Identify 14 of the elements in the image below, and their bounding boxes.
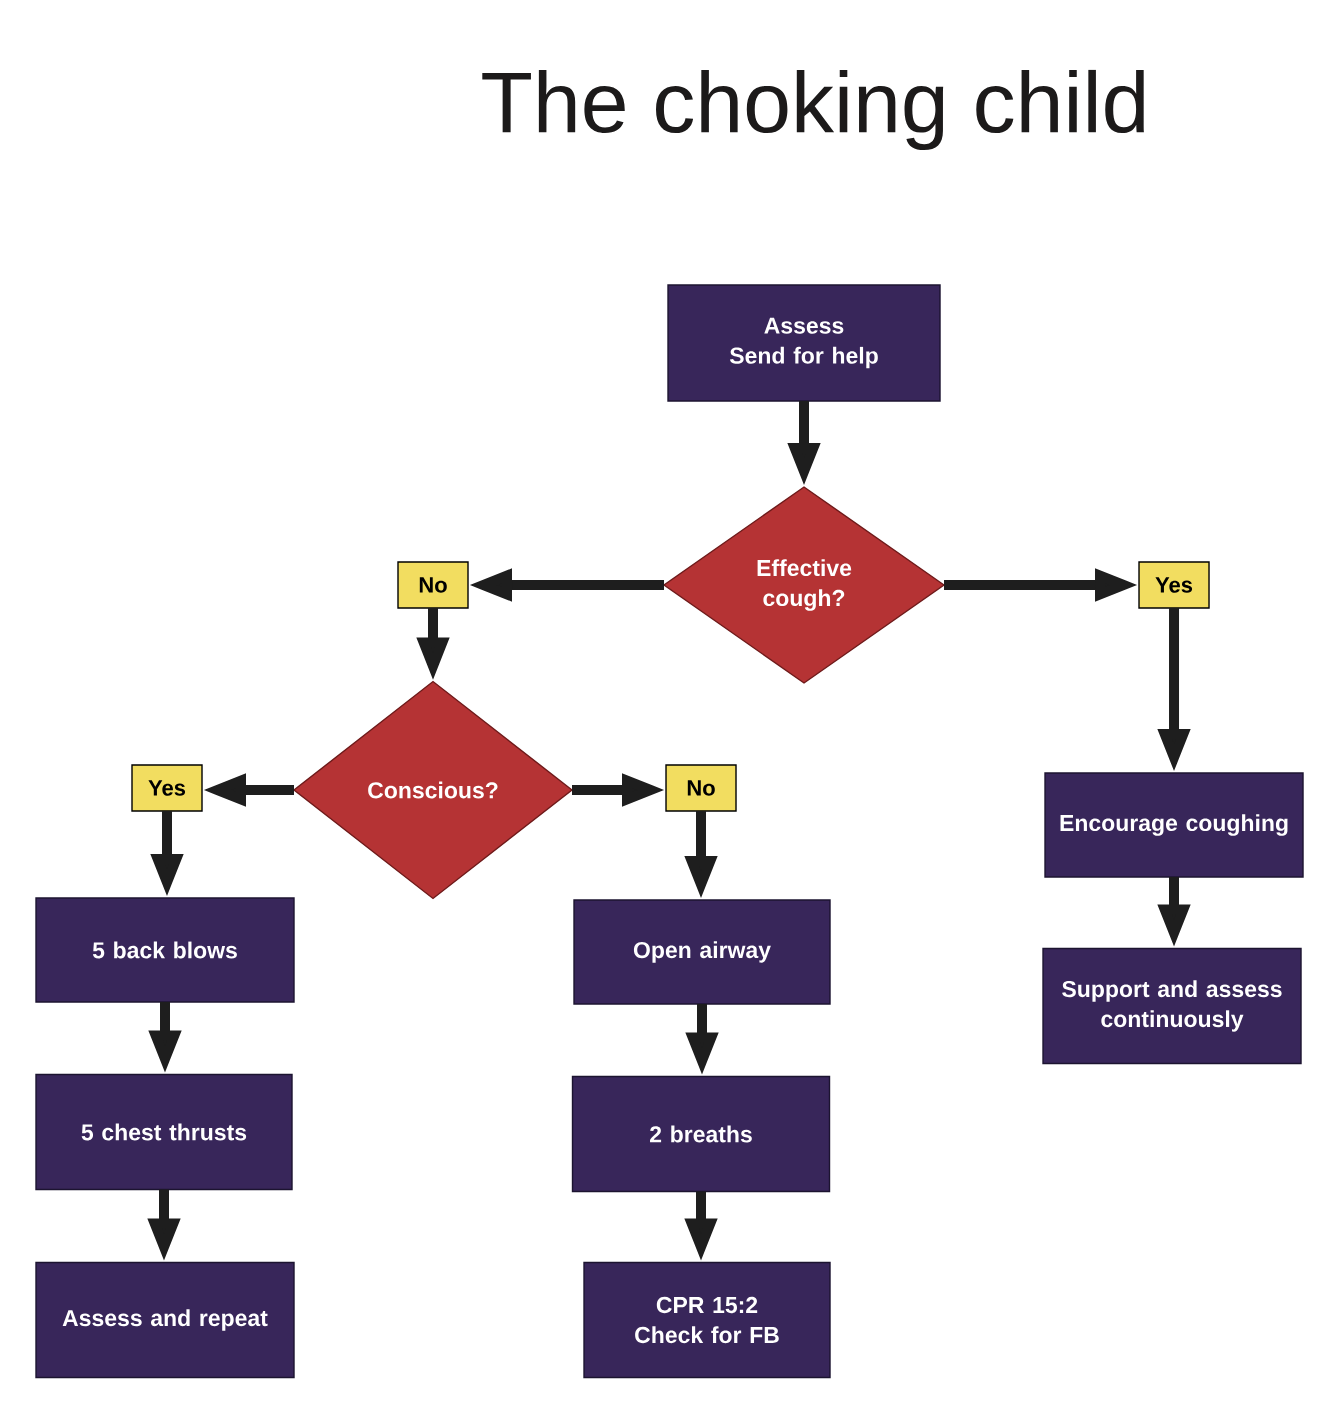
branch-tag: No — [665, 764, 737, 812]
title: The choking child — [482, 69, 1144, 151]
branch-tag: Yes — [131, 764, 203, 812]
process-box: Assess Send for help — [667, 284, 941, 402]
process-box: CPR 15:2 Check for FB — [583, 1261, 831, 1379]
process-box: 2 breaths — [571, 1075, 831, 1193]
branch-tag: No — [397, 561, 469, 609]
process-box: 5 back blows — [35, 897, 295, 1003]
process-box: Encourage coughing — [1044, 772, 1304, 878]
process-box: Assess and repeat — [35, 1261, 295, 1379]
branch-tag: Yes — [1138, 561, 1210, 609]
process-box: Open airway — [573, 899, 831, 1005]
process-box: 5 chest thrusts — [35, 1073, 293, 1191]
process-box: Support and assess continuously — [1042, 947, 1302, 1065]
